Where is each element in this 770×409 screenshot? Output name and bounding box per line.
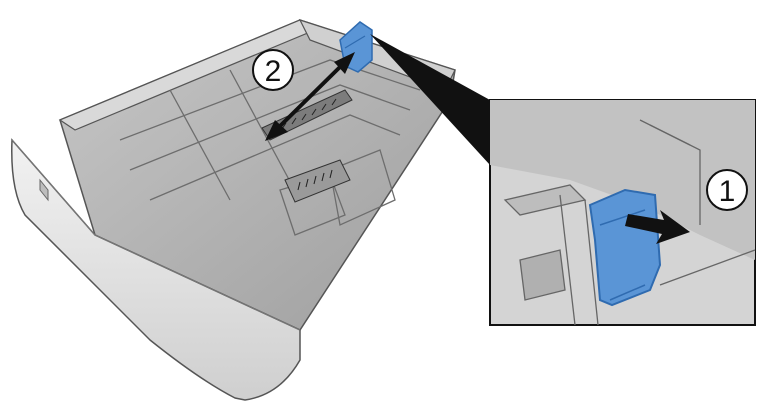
- step-1-marker: 1: [706, 169, 748, 211]
- callout-pointer: [370, 34, 490, 165]
- tray-front-slot: [39, 178, 49, 202]
- step-1-label: 1: [719, 175, 736, 208]
- arrow-right-icon: [625, 210, 690, 244]
- tray-front-panel: [11, 138, 301, 401]
- callout-box: 1: [489, 99, 756, 326]
- step-2-label: 2: [265, 55, 282, 88]
- tray-front-top-edge: [11, 139, 301, 331]
- width-guide: [284, 159, 351, 203]
- double-arrow-icon: [265, 52, 355, 141]
- zoomed-guide-blue: [588, 188, 662, 307]
- step-2-marker: 2: [252, 49, 294, 91]
- paper-tray: [11, 18, 456, 401]
